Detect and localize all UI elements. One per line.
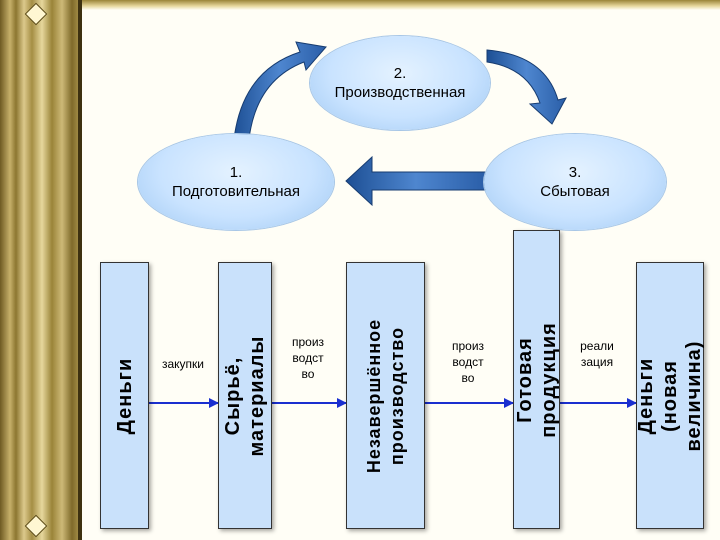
transition-production-2: произ водст во	[451, 339, 485, 385]
curved-arrow-2-to-3	[486, 49, 567, 125]
transition-sales: реали зация	[580, 339, 614, 369]
stage-sales: 3. Сбытовая	[484, 134, 666, 230]
state-money-new: Деньги (новая величина)	[635, 262, 705, 529]
stage-preparatory: 1. Подготовительная	[138, 134, 334, 230]
state-money-label: Деньги	[113, 357, 136, 434]
block-arrow-3-to-1	[345, 155, 487, 207]
state-work-in-progress: Незавершённое производство	[346, 262, 425, 529]
decorative-frame-top	[82, 0, 720, 10]
state-money-new-label: Деньги (новая величина)	[635, 340, 705, 451]
state-finished-goods: Готовая продукция	[513, 230, 560, 529]
transition-production-1: произ водст во	[291, 335, 325, 381]
state-raw-materials: Сырьё, материалы	[218, 262, 272, 529]
state-money: Деньги	[100, 262, 149, 529]
decorative-frame-left	[0, 0, 82, 540]
state-work-in-progress-label: Незавершённое производство	[363, 318, 407, 473]
transition-purchases: закупки	[161, 357, 204, 371]
stage-production: 2. Производственная	[310, 36, 490, 130]
state-finished-goods-label: Готовая продукция	[513, 321, 560, 438]
state-raw-materials-label: Сырьё, материалы	[222, 334, 268, 456]
